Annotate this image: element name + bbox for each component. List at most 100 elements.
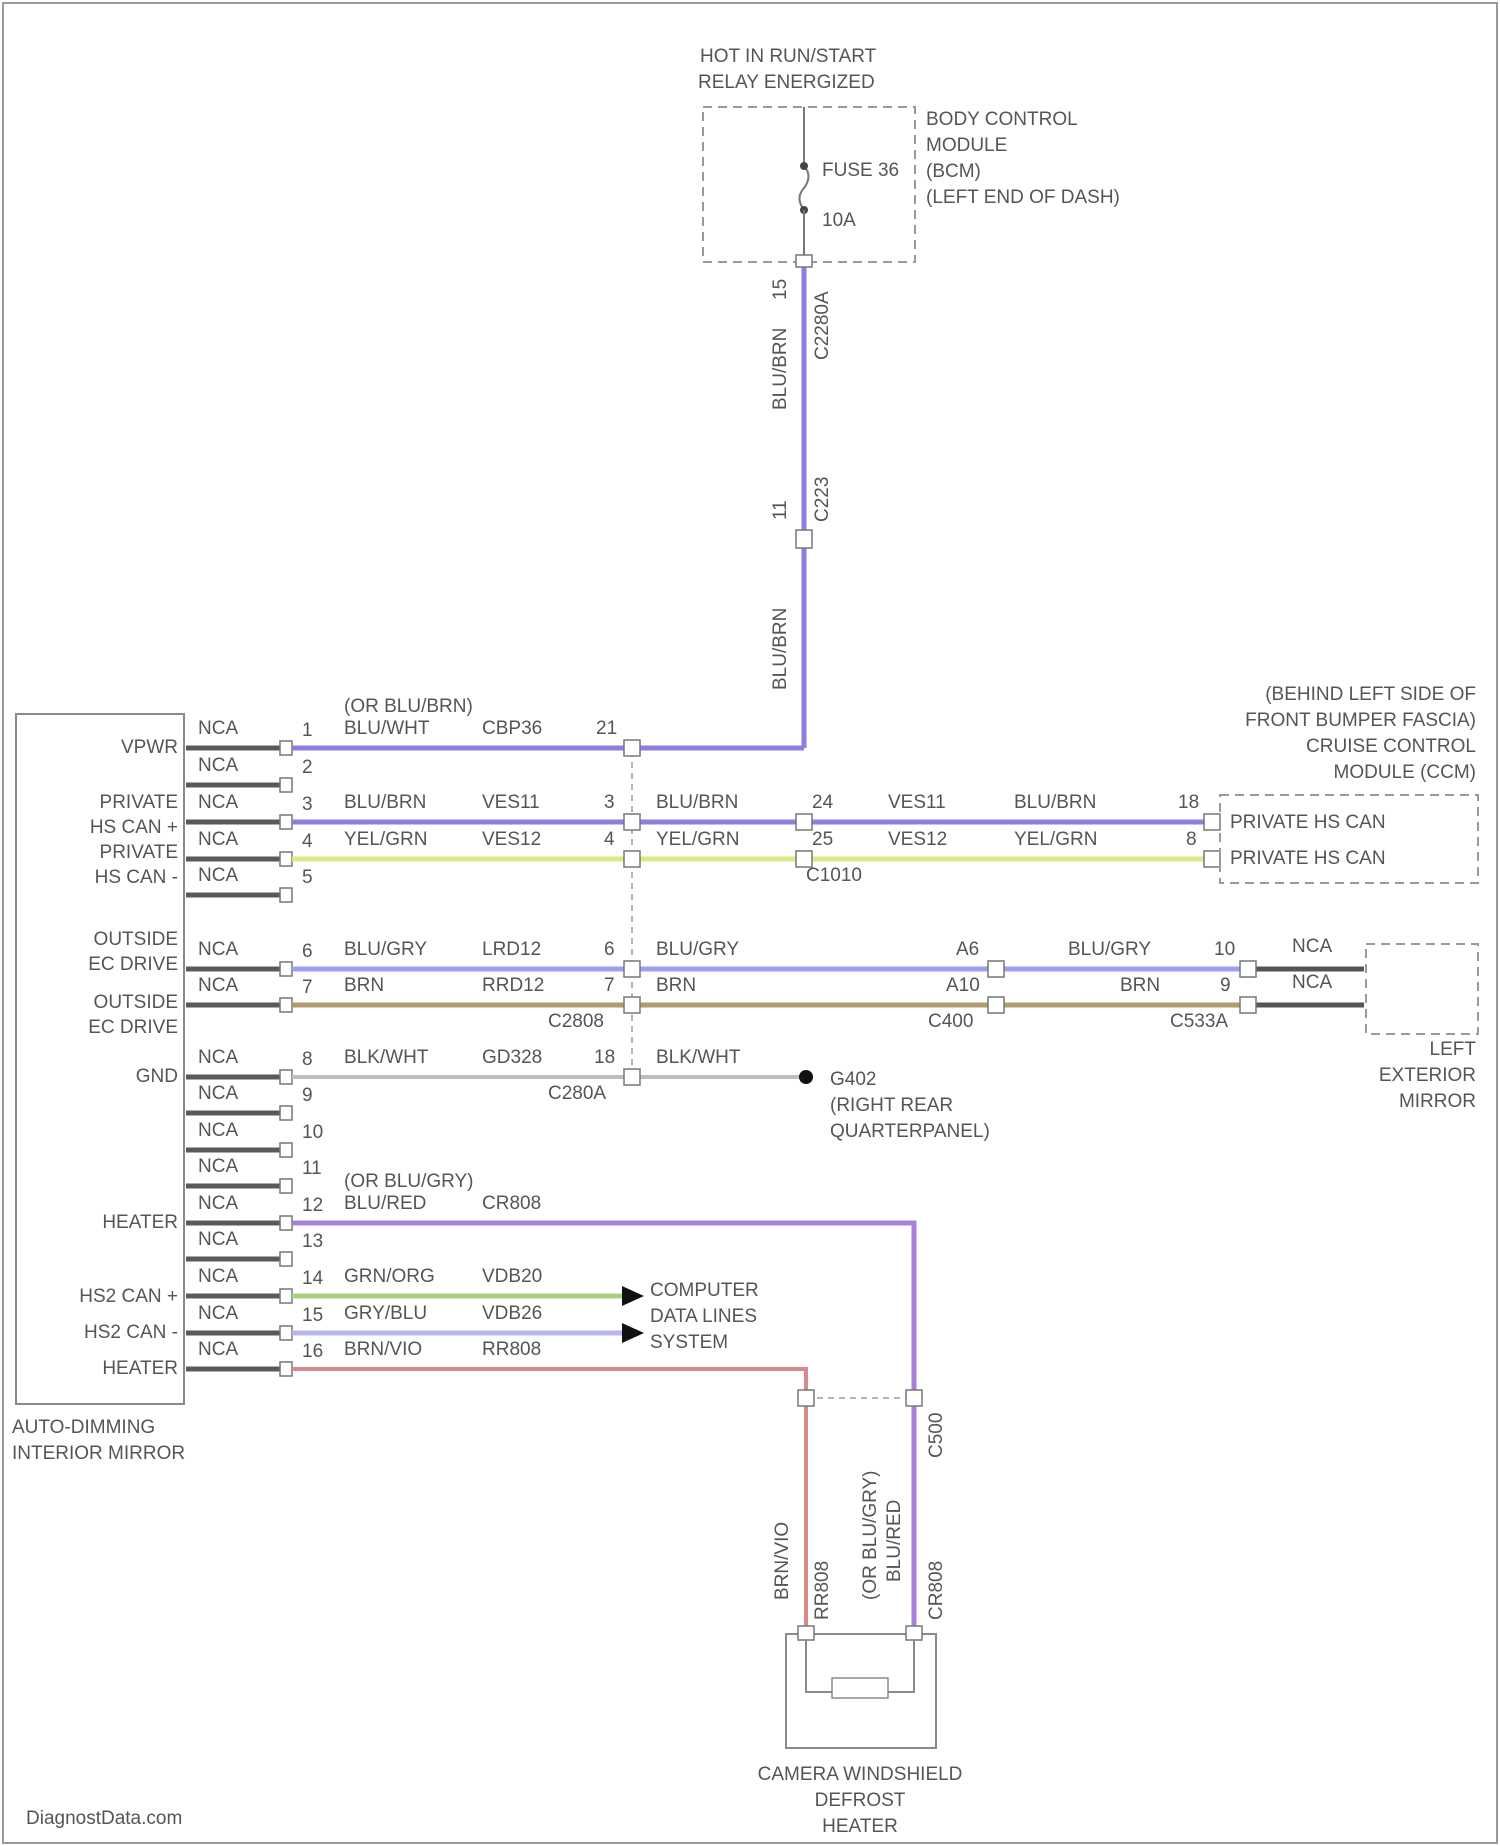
heater-connector: C500 [926,1413,947,1458]
r7-color: BRN [344,975,384,996]
pin-6-terminal [280,962,292,976]
pin-6-number: 6 [302,941,313,962]
pin-12-nca: NCA [198,1193,238,1214]
pin-13-terminal [280,1252,292,1266]
pin-16-number: 16 [302,1341,323,1362]
cruise-control-module: (BEHIND LEFT SIDE OF FRONT BUMPER FASCIA… [1220,684,1478,883]
r7-color2: BRN [656,975,696,996]
r6-pin-b: A6 [956,939,979,960]
pin-14-number: 14 [302,1268,324,1289]
pin-c223-11 [796,530,812,548]
bcm-name-line1: BODY CONTROL [926,109,1078,130]
pin-7-nca: NCA [198,975,238,996]
heater-left-circuit: RR808 [812,1561,833,1620]
bcm-name-line4: (LEFT END OF DASH) [926,187,1120,208]
pin-4-nca: NCA [198,829,238,850]
bcm-name-line2: MODULE [926,135,1007,156]
r3-color2: BLU/BRN [656,792,738,813]
r3-pin-b: 24 [812,792,834,813]
r8-connector: C280A [548,1083,606,1104]
pin-c2808-4 [624,851,640,867]
heater-right-color: BLU/RED [884,1500,905,1582]
pin-5-terminal [280,888,292,902]
heater-right-alt: (OR BLU/GRY) [860,1470,881,1600]
inline-connector-c223: C223 [812,477,833,522]
pin-13-nca: NCA [198,1229,238,1250]
ccm-box [1220,795,1478,883]
fuse-rating: 10A [822,210,856,231]
r14-circuit: VDB20 [482,1266,542,1287]
r7-pin-c: 9 [1220,975,1231,996]
source-label-line1: HOT IN RUN/START [700,46,877,67]
fn-hs2-can-plus: HS2 CAN + [79,1286,178,1307]
fn-outside-ec-1b: EC DRIVE [88,954,178,975]
r6-color3: BLU/GRY [1068,939,1151,960]
pin-1-number: 1 [302,720,313,741]
fn-heater-1: HEATER [102,1212,178,1233]
arrow-hs2-minus-icon [622,1323,644,1343]
circuit-labels: (OR BLU/BRN) BLU/WHT CBP36 21 BLU/BRN VE… [344,696,1235,1360]
r12-color: BLU/RED [344,1193,426,1214]
r8-color2: BLK/WHT [656,1047,741,1068]
heater-left-color: BRN/VIO [772,1522,793,1600]
heater-right-circuit: CR808 [926,1561,947,1620]
r4-color2: YEL/GRN [656,829,739,850]
pin-c500-left [798,1390,814,1406]
ext-nca-2: NCA [1292,972,1332,993]
r1-alt: (OR BLU/BRN) [344,696,473,717]
r4-color: YEL/GRN [344,829,427,850]
pin-8-number: 8 [302,1049,313,1070]
pin-13-number: 13 [302,1231,323,1252]
fuse-symbol [800,166,809,210]
pin-5-number: 5 [302,867,313,888]
r15-color: GRY/BLU [344,1303,427,1324]
r3-circuit: VES11 [482,792,540,813]
pin-c533a-9 [1240,997,1256,1013]
heater-name-3: HEATER [822,1816,898,1837]
r4-color3: YEL/GRN [1014,829,1097,850]
r3-pin-c: 18 [1178,792,1199,813]
fn-heater-2: HEATER [102,1358,178,1379]
feed-pin-15: 15 [770,279,791,300]
ext-mirror-name-3: MIRROR [1399,1091,1476,1112]
pin-c500-right [906,1390,922,1406]
pin-9-terminal [280,1106,292,1120]
fn-private-can-plus-1: PRIVATE [100,792,178,813]
ccm-line1: (BEHIND LEFT SIDE OF [1265,684,1476,705]
data-system-line3: SYSTEM [650,1332,728,1353]
r7-circuit: RRD12 [482,975,544,996]
ext-mirror-box [1366,944,1478,1034]
r1-color: BLU/WHT [344,718,430,739]
r3-pin-a: 3 [604,792,615,813]
pin-7-terminal [280,998,292,1012]
fn-hs2-can-minus: HS2 CAN - [84,1322,178,1343]
r8-pin-a: 18 [594,1047,615,1068]
pin-1-nca: NCA [198,718,238,739]
fn-gnd: GND [136,1066,178,1087]
pin-c1010-24 [796,814,812,830]
pin-c2808-7 [624,997,640,1013]
pin-3-nca: NCA [198,792,238,813]
pin-ccm-18 [1204,814,1220,830]
r16-color: BRN/VIO [344,1339,422,1360]
pin-3-terminal [280,815,292,829]
pin-4-terminal [280,852,292,866]
fn-private-can-minus-2: HS CAN - [95,867,178,888]
fn-outside-ec-2b: EC DRIVE [88,1017,178,1038]
pin-10-terminal [280,1143,292,1157]
pin-4-number: 4 [302,831,313,852]
r3-color3: BLU/BRN [1014,792,1096,813]
ext-mirror-name-1: LEFT [1430,1039,1477,1060]
interior-mirror: AUTO-DIMMING INTERIOR MIRROR VPWR PRIVAT… [12,714,324,1464]
pin-5-nca: NCA [198,865,238,886]
r4-circuit2: VES12 [888,829,947,850]
ccm-line3: CRUISE CONTROL [1306,736,1476,757]
ground-location-2: QUARTERPANEL) [830,1121,990,1142]
r4-pin-a: 4 [604,829,615,850]
r16-circuit: RR808 [482,1339,541,1360]
heater-name-2: DEFROST [815,1790,906,1811]
r15-circuit: VDB26 [482,1303,542,1324]
pin-c400-a6 [988,961,1004,977]
